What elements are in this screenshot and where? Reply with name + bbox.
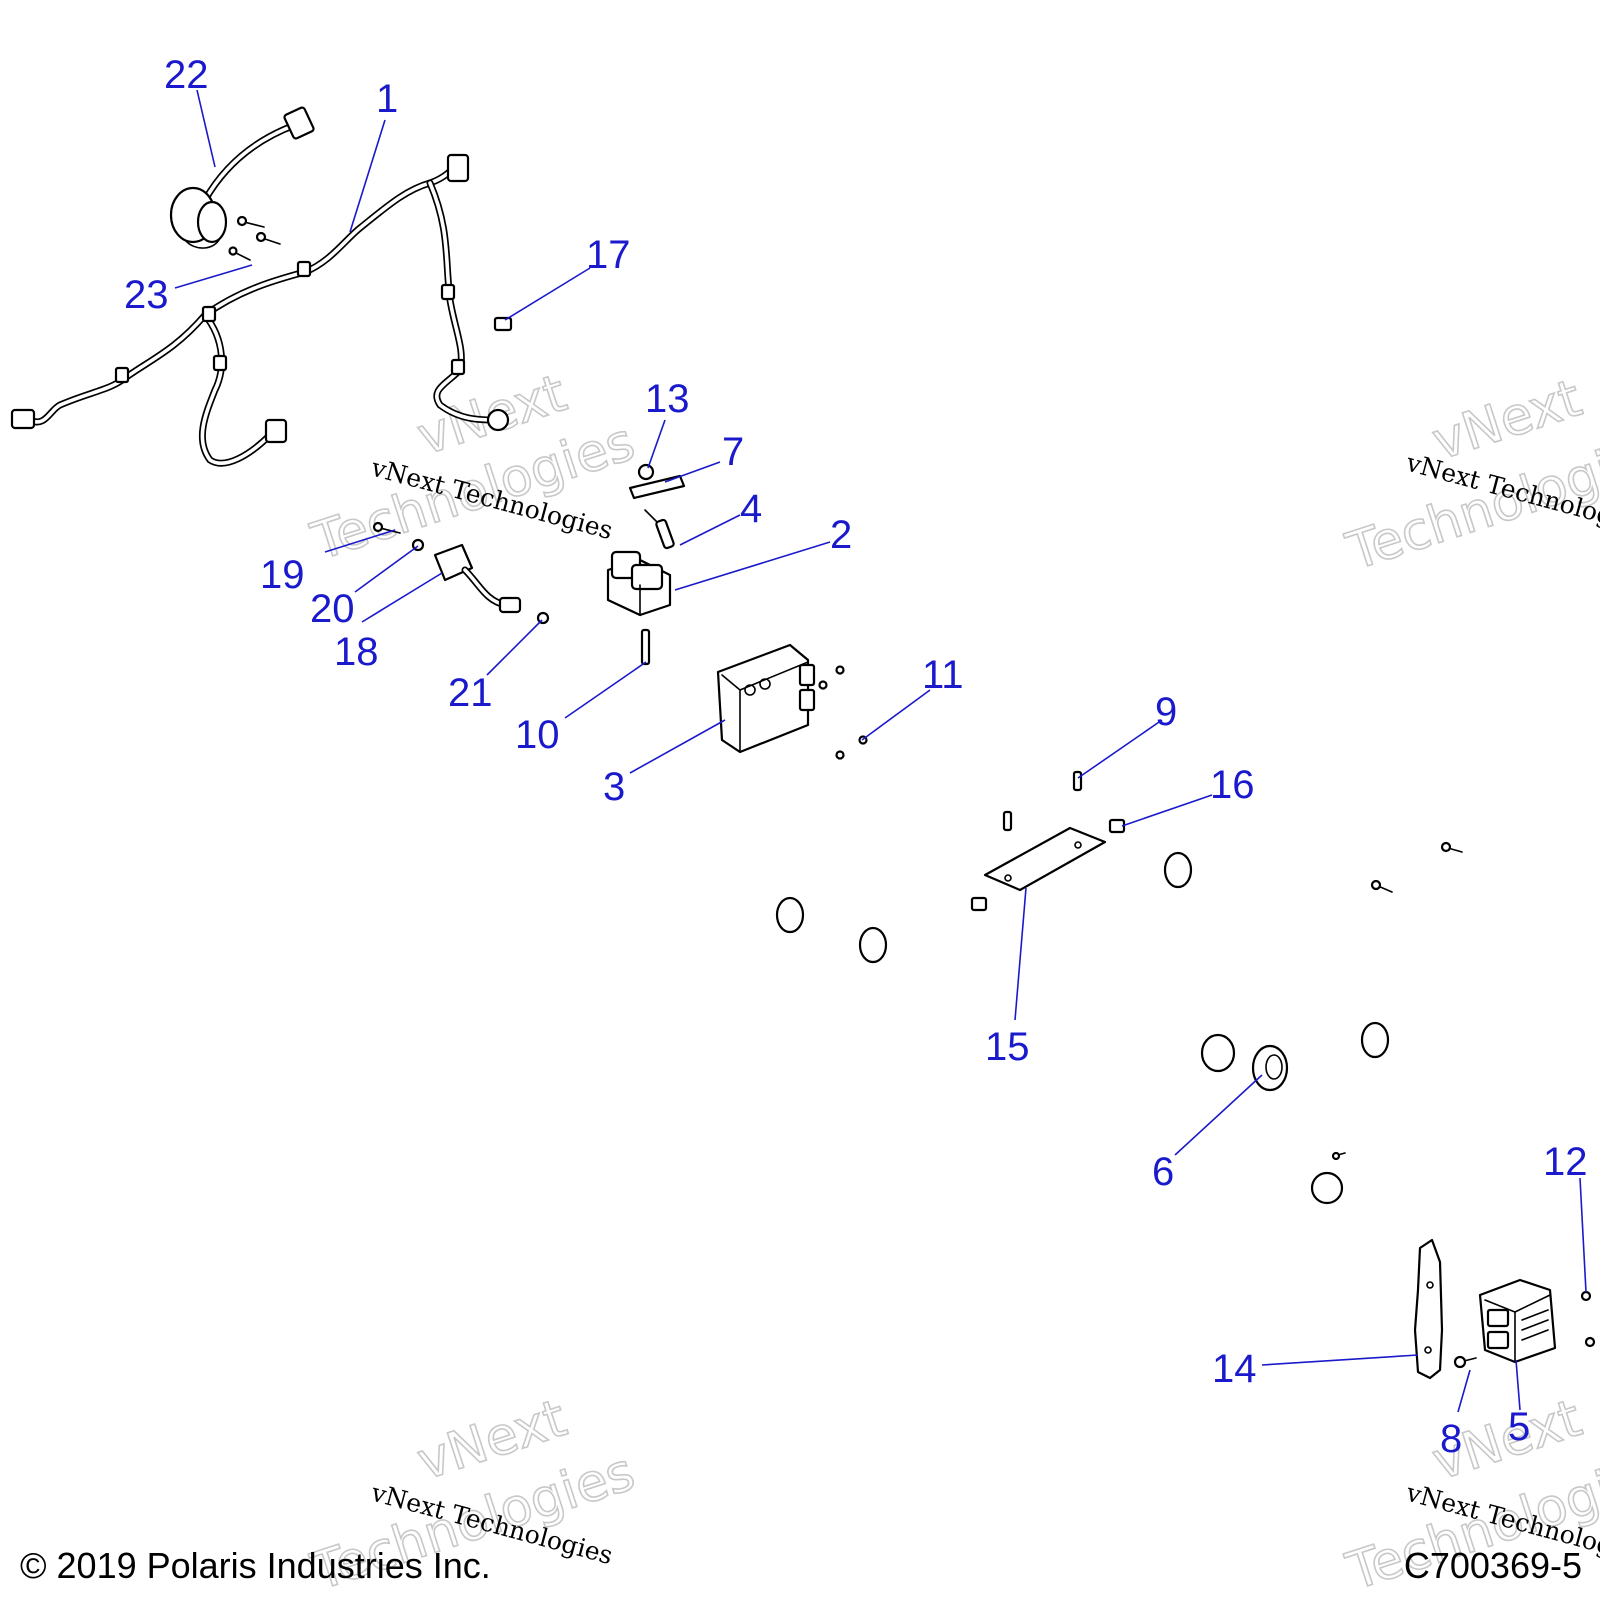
callout-17: 17 xyxy=(586,233,631,277)
callout-20: 20 xyxy=(310,587,355,631)
diagram-code: C700369-5 xyxy=(1404,1545,1582,1586)
callout-11: 11 xyxy=(922,653,964,697)
callout-13: 13 xyxy=(645,377,690,421)
part-9-bolt xyxy=(1002,770,1083,832)
callout-6: 6 xyxy=(1152,1150,1174,1194)
callout-16: 16 xyxy=(1210,763,1255,807)
cable-tie-group xyxy=(775,851,1390,1205)
part-5-regulator xyxy=(1478,1278,1557,1364)
part-10-bolt xyxy=(640,628,651,666)
part-7-bracket xyxy=(628,474,686,500)
callout-8: 8 xyxy=(1440,1417,1462,1461)
part-11-screws xyxy=(818,665,868,760)
callout-5: 5 xyxy=(1508,1405,1530,1449)
callout-19: 19 xyxy=(260,553,305,597)
callout-2: 2 xyxy=(830,513,852,557)
part-16-clip xyxy=(1108,818,1126,834)
callout-12: 12 xyxy=(1543,1140,1588,1184)
part-22-horn xyxy=(169,106,315,249)
watermark-top-left: vNext Technologies vNext Technologies xyxy=(304,363,643,574)
callout-7: 7 xyxy=(722,430,744,474)
callout-21: 21 xyxy=(448,671,493,715)
copyright-text: © 2019 Polaris Industries Inc. xyxy=(20,1545,491,1586)
part-17-clip xyxy=(493,316,513,332)
part-15-bracket xyxy=(970,826,1107,912)
callout-4: 4 xyxy=(740,487,762,531)
part-19-bolt xyxy=(372,521,401,534)
part-6-grommet xyxy=(1251,1044,1289,1092)
callout-15: 15 xyxy=(985,1025,1030,1069)
leader-lines xyxy=(174,89,1587,1413)
callout-18: 18 xyxy=(334,630,379,674)
callout-labels: 22 1 23 17 13 7 4 2 19 20 18 21 10 3 11 … xyxy=(124,53,1588,1461)
part-8-bolt xyxy=(1453,1355,1477,1369)
part-14-bracket xyxy=(1413,1238,1444,1380)
callout-22: 22 xyxy=(164,53,209,97)
callout-23: 23 xyxy=(124,273,169,317)
callout-3: 3 xyxy=(603,765,625,809)
part-4-sensor xyxy=(644,509,675,550)
watermark-top-right: vNext Technologies vNext Technologies xyxy=(1339,368,1600,584)
part-3-ecu xyxy=(716,643,816,754)
part-2-ignition-coil xyxy=(606,550,672,617)
callout-14: 14 xyxy=(1212,1347,1257,1391)
part-12-screws xyxy=(1580,1290,1596,1348)
part-18-relay xyxy=(433,543,522,614)
part-23-screws xyxy=(228,215,281,261)
part-1-wire-harness xyxy=(10,153,510,467)
callout-10: 10 xyxy=(515,713,560,757)
callout-1: 1 xyxy=(376,77,398,121)
callout-9: 9 xyxy=(1155,690,1177,734)
misc-bolts xyxy=(1331,841,1463,1161)
part-13-nut xyxy=(637,463,655,481)
